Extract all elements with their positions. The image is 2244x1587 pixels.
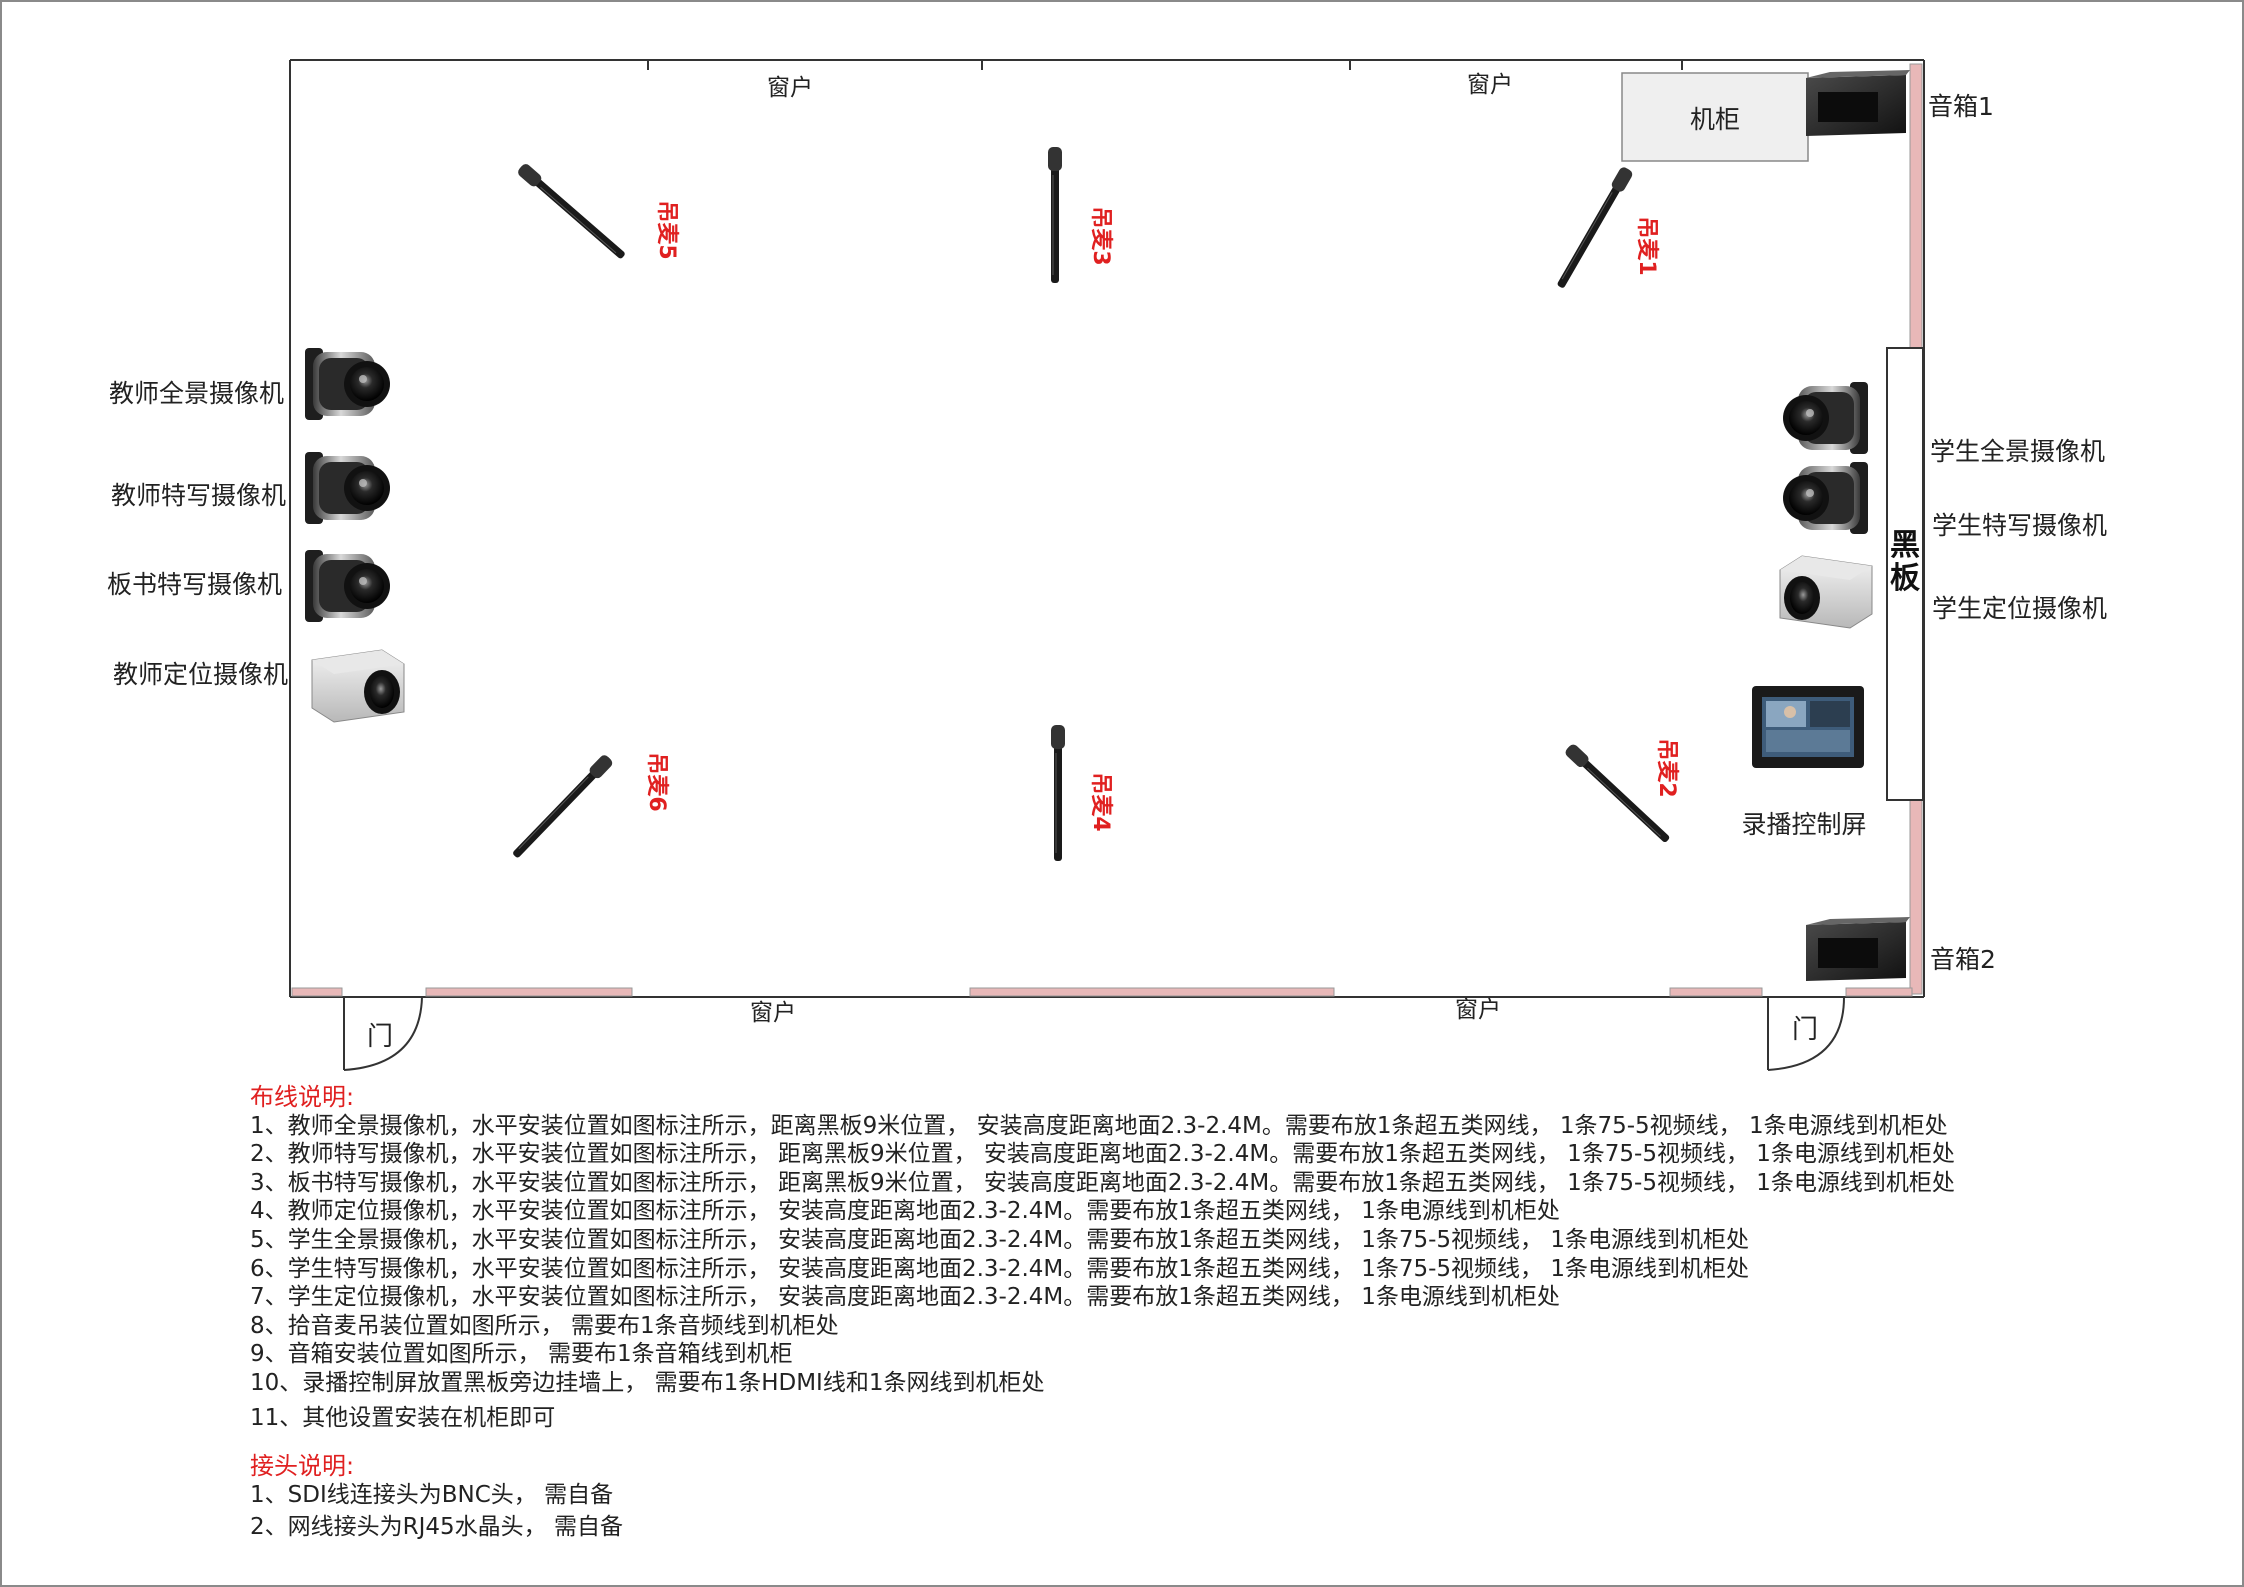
mic-layer: [513, 147, 1670, 861]
connector-line: 1、SDI线连接头为BNC头， 需自备: [250, 1481, 614, 1508]
ptz-camera-icon: [305, 452, 390, 524]
control-screen-icon: [1752, 686, 1864, 768]
wall-strips: [291, 63, 1923, 997]
window-label: 窗户: [767, 75, 813, 101]
speaker-icon: [1806, 917, 1910, 981]
teacher-camera-label: 板书特写摄像机: [107, 570, 282, 599]
notes: 布线说明: 1、教师全景摄像机，水平安装位置如图标注所示，距离黑板9米位置， 安…: [250, 1083, 2150, 1542]
hanging-mic-label: 吊麦6: [644, 752, 670, 811]
hanging-mic-icon: [1051, 725, 1065, 861]
hanging-mic-icon: [513, 755, 613, 858]
ptz-camera-icon: [1783, 382, 1868, 454]
ptz-camera-icon: [305, 550, 390, 622]
box-camera-icon: [311, 649, 405, 723]
mic-label-layer: 吊麦1 吊麦2 吊麦3 吊麦4 吊麦5 吊麦6: [644, 200, 1680, 831]
door-right: [1767, 996, 1845, 1071]
door-label: 门: [367, 1022, 393, 1052]
hanging-mic-label: 吊麦4: [1088, 772, 1114, 831]
hanging-mic-icon: [1557, 167, 1633, 288]
window-label: 窗户: [750, 1000, 796, 1026]
connector-title: 接头说明:: [250, 1452, 355, 1481]
wiring-line: 7、学生定位摄像机，水平安装位置如图标注所示， 安装高度距离地面2.3-2.4M…: [250, 1284, 1560, 1311]
cabinet: [1621, 72, 1809, 162]
hanging-mic-icon: [1565, 744, 1670, 843]
control-screen-label: 录播控制屏: [1741, 810, 1866, 839]
door-left: [343, 996, 423, 1071]
hanging-mic-label: 吊麦2: [1654, 738, 1680, 797]
speaker-2-label: 音箱2: [1930, 945, 1996, 974]
wiring-line: 2、教师特写摄像机，水平安装位置如图标注所示， 距离黑板9米位置， 安装高度距离…: [250, 1141, 1955, 1168]
student-camera-label: 学生全景摄像机: [1930, 437, 2105, 466]
student-camera-label: 学生定位摄像机: [1932, 594, 2107, 623]
wiring-line: 9、音箱安装位置如图所示， 需要布1条音箱线到机柜: [250, 1341, 793, 1368]
wiring-title: 布线说明:: [250, 1083, 355, 1111]
hanging-mic-label: 吊麦1: [1634, 216, 1660, 275]
wiring-line: 3、板书特写摄像机，水平安装位置如图标注所示， 距离黑板9米位置， 安装高度距离…: [250, 1169, 1955, 1196]
hanging-mic-label: 吊麦3: [1088, 206, 1114, 265]
teacher-camera-label: 教师定位摄像机: [113, 660, 288, 689]
wiring-line: 10、录播控制屏放置黑板旁边挂墙上， 需要布1条HDMI线和1条网线到机柜处: [250, 1369, 1045, 1396]
blackboard: [1886, 347, 1924, 801]
window-label: 窗户: [1467, 72, 1513, 98]
door-label: 门: [1792, 1015, 1818, 1045]
wiring-list: 1、教师全景摄像机，水平安装位置如图标注所示，距离黑板9米位置， 安装高度距离地…: [250, 1112, 2150, 1433]
window-label: 窗户: [1455, 997, 1501, 1023]
speaker-1-label: 音箱1: [1928, 92, 1994, 121]
ptz-camera-icon: [1783, 462, 1868, 534]
box-camera-icon: [1779, 555, 1873, 629]
blackboard-label-char-2: 板: [1890, 561, 1920, 596]
wiring-line: 6、学生特写摄像机，水平安装位置如图标注所示， 安装高度距离地面2.3-2.4M…: [250, 1255, 1749, 1282]
hanging-mic-icon: [1048, 147, 1062, 283]
speaker-icon: [1806, 70, 1910, 136]
ptz-camera-icon: [305, 348, 390, 420]
hanging-mic-icon: [518, 164, 625, 259]
teacher-camera-label: 教师全景摄像机: [109, 379, 284, 408]
wiring-line: 1、教师全景摄像机，水平安装位置如图标注所示，距离黑板9米位置， 安装高度距离地…: [250, 1112, 1948, 1139]
blackboard-label-char-1: 黑: [1890, 528, 1920, 563]
wiring-line: 11、其他设置安装在机柜即可: [250, 1404, 556, 1431]
teacher-camera-label: 教师特写摄像机: [111, 481, 286, 510]
room-walls: [289, 59, 1925, 998]
wiring-line: 4、教师定位摄像机，水平安装位置如图标注所示， 安装高度距离地面2.3-2.4M…: [250, 1198, 1560, 1225]
hanging-mic-label: 吊麦5: [654, 200, 680, 259]
connector-line: 2、网线接头为RJ45水晶头， 需自备: [250, 1514, 623, 1541]
cabinet-label: 机柜: [1690, 105, 1740, 134]
wiring-line: 5、学生全景摄像机，水平安装位置如图标注所示， 安装高度距离地面2.3-2.4M…: [250, 1226, 1749, 1253]
wiring-line: 8、拾音麦吊装位置如图所示， 需要布1条音频线到机柜处: [250, 1312, 839, 1339]
student-camera-label: 学生特写摄像机: [1932, 511, 2107, 540]
